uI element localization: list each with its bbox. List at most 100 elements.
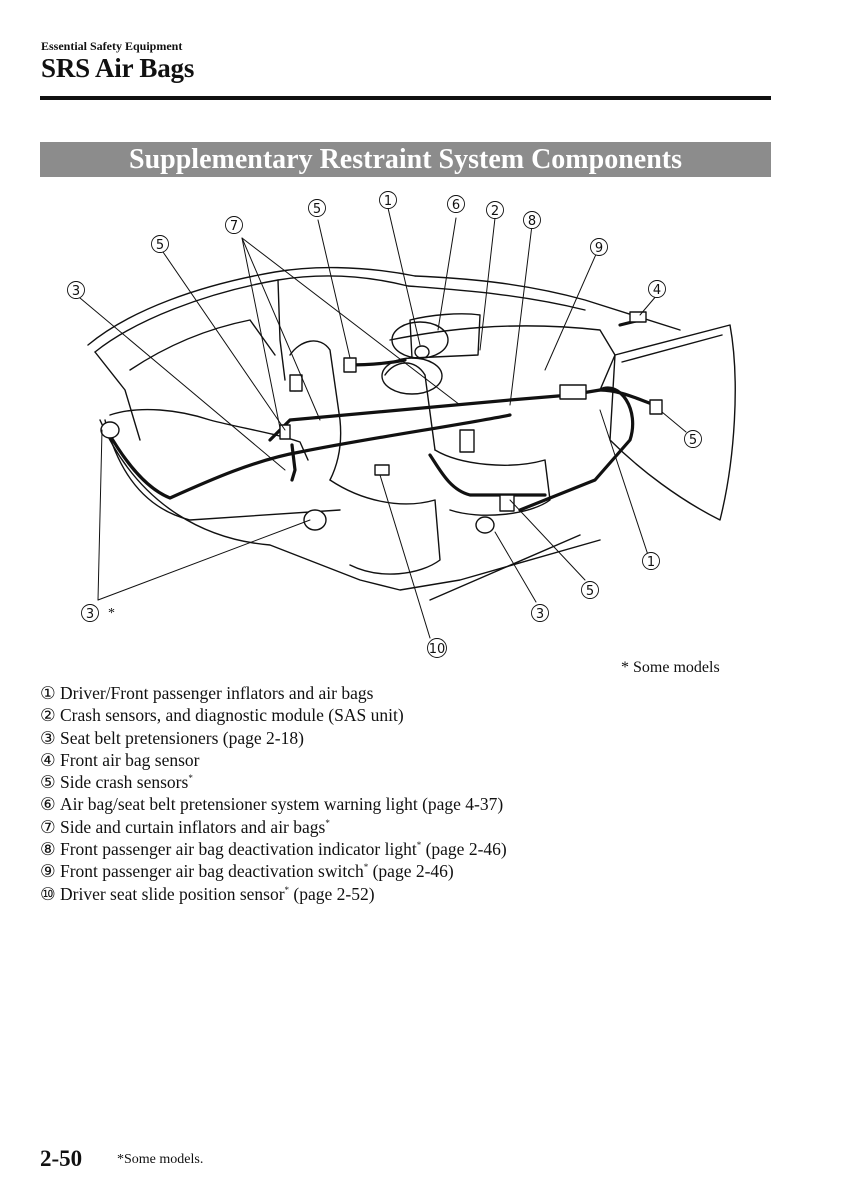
- svg-text:8: 8: [528, 214, 536, 229]
- front-door-inner: [621, 334, 723, 363]
- svg-text:3: 3: [72, 284, 80, 299]
- steering-wheel-front: [391, 321, 449, 359]
- callout-6: 6: [447, 195, 465, 213]
- callout-5-right: 5: [684, 430, 702, 448]
- legend-number: ⑩: [40, 883, 56, 904]
- legend-asterisk: *: [416, 840, 422, 851]
- legend-number: ⑨: [40, 861, 56, 882]
- wiring-harness-seat: [290, 443, 297, 482]
- legend-asterisk: *: [188, 773, 193, 784]
- svg-text:5: 5: [156, 238, 164, 253]
- svg-text:3: 3: [86, 607, 94, 622]
- curtain-inflator-rear: [279, 424, 291, 440]
- door-sensor: [649, 399, 663, 415]
- page-number: 2-50: [40, 1146, 83, 1171]
- front-door: [609, 324, 736, 521]
- svg-text:1: 1: [647, 555, 655, 570]
- dash-panel: [409, 313, 481, 359]
- legend-number: ④: [40, 749, 56, 770]
- legend-number: ⑤: [40, 772, 56, 793]
- svg-text:1: 1: [384, 194, 392, 209]
- svg-text:5: 5: [313, 202, 321, 217]
- callout-10: 10: [427, 638, 447, 658]
- svg-text:6: 6: [452, 198, 460, 213]
- callout-3-left: 3: [67, 281, 85, 299]
- legend-number: ⑧: [40, 839, 56, 860]
- legend-text: Air bag/seat belt pretensioner system wa…: [60, 794, 504, 815]
- section-banner: Supplementary Restraint System Component…: [40, 142, 771, 177]
- callout-7: 7: [225, 216, 243, 234]
- legend-text: Side and curtain inflators and air bags: [60, 816, 326, 837]
- side-crash-sensor-pillar: [289, 374, 303, 392]
- legend-page-ref: (page 2-46): [368, 861, 454, 882]
- legend-number: ⑥: [40, 794, 56, 815]
- wiring-harness-rear: [106, 413, 512, 500]
- callout-3-bottom: 3: [531, 604, 549, 622]
- callout-5-top: 5: [308, 199, 326, 217]
- curtain-inflator-front: [343, 357, 357, 373]
- svg-text:5: 5: [689, 433, 697, 448]
- header-rule: [40, 96, 771, 100]
- roof-rail-outer: [87, 266, 416, 346]
- legend-number: ③: [40, 727, 56, 748]
- rear-seat-back: [109, 408, 309, 461]
- passenger-seat-back: [384, 362, 436, 451]
- passenger-seat-cushion: [434, 449, 551, 516]
- sas-unit: [459, 429, 475, 453]
- roof-front: [414, 275, 681, 331]
- legend-text: Driver/Front passenger inflators and air…: [60, 683, 374, 703]
- rear-seat-cushion: [104, 419, 341, 521]
- callout-8: 8: [523, 211, 541, 229]
- legend-number: ⑦: [40, 816, 56, 837]
- legend-asterisk: *: [363, 862, 369, 873]
- svg-text:7: 7: [230, 219, 238, 234]
- seat-belt-sensor: [499, 494, 515, 512]
- roof-rail-inner: [94, 275, 409, 353]
- driver-seat-back: [289, 340, 342, 481]
- floor-outline: [99, 419, 601, 591]
- chapter-title: SRS Air Bags: [41, 53, 195, 83]
- floor-rocker: [429, 534, 581, 601]
- legend-page-ref: (page 2-52): [289, 883, 375, 904]
- legend-text: Crash sensors, and diagnostic module (SA…: [60, 705, 404, 726]
- footer-note: *Some models.: [117, 1152, 204, 1167]
- wiring-harness-right: [518, 386, 635, 512]
- legend-text: Front passenger air bag deactivation ind…: [60, 839, 417, 860]
- passenger-switch: [559, 384, 587, 400]
- srs-components-diagram: 1 6 2 8 9 4 5 7 5 3 5 1 5 3 3 10 *: [40, 180, 771, 660]
- legend-number: ②: [40, 705, 56, 726]
- wiring-harness-main: [268, 388, 602, 442]
- callout-5-bottom: 5: [581, 581, 599, 599]
- callout-1-top: 1: [379, 191, 397, 209]
- wiring-harness-passenger: [428, 453, 547, 497]
- svg-text:10: 10: [429, 642, 446, 657]
- svg-text:5: 5: [586, 584, 594, 599]
- rear-pillar: [94, 351, 141, 441]
- legend-text: Side crash sensors: [60, 772, 189, 793]
- steering-wheel-rear: [381, 357, 443, 395]
- steering-wheel-hub-front: [414, 345, 430, 359]
- pretensioner-front: [475, 516, 495, 534]
- callout-4: 4: [648, 280, 666, 298]
- rear-window: [129, 319, 276, 371]
- roof-front-2: [407, 285, 586, 311]
- legend-asterisk: *: [325, 817, 330, 828]
- legend-asterisk: *: [284, 884, 290, 895]
- legend-page-ref: (page 2-46): [421, 839, 507, 860]
- svg-text:4: 4: [653, 283, 661, 298]
- legend-text: Front air bag sensor: [60, 749, 200, 770]
- callout-1-right: 1: [642, 552, 660, 570]
- callout-3-lower-left: 3: [81, 604, 99, 622]
- callout-5-left: 5: [151, 235, 169, 253]
- callout-9: 9: [590, 238, 608, 256]
